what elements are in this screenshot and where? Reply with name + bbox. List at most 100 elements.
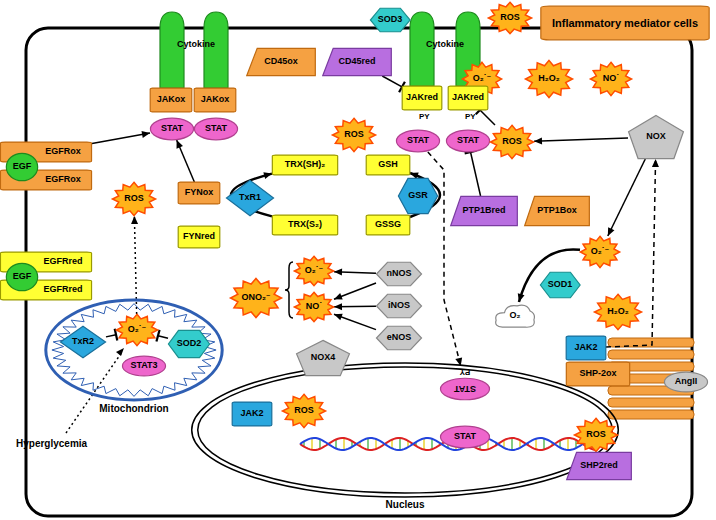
node-label: STAT	[407, 136, 429, 146]
node-label: iNOS	[388, 301, 410, 311]
enzyme-hexagon: SOD1	[540, 272, 581, 298]
text-holder: PTP1Bred	[450, 196, 518, 226]
phosphatase-trapezoid: PTP1Bred	[450, 196, 518, 226]
node-label: Inflammatory mediator cells	[552, 17, 698, 29]
brace	[285, 262, 293, 318]
text-holder: Inflammatory mediator cells	[540, 6, 710, 40]
phospho-label: PY	[465, 113, 476, 122]
enzyme-diamond: TxR2	[60, 326, 106, 358]
text-holder: NO˙	[590, 62, 632, 96]
cell-membrane	[26, 28, 692, 516]
inhibition-connector	[106, 329, 117, 341]
protein-ellipse: STAT	[446, 130, 490, 152]
text-holder: JAKox	[150, 88, 192, 112]
enzyme-hexagon: eNOS	[376, 326, 422, 350]
arrow-connector	[608, 159, 645, 236]
text-holder: SOD1	[540, 272, 581, 298]
stimulus-label: Hyperglycemia	[16, 438, 87, 449]
text-holder: H₂O₂	[525, 60, 573, 98]
node-label: H₂O₂	[607, 307, 629, 317]
protein-box: JAKox	[150, 88, 192, 112]
node-label: TRX(S₂)	[288, 220, 322, 230]
protein-box: JAK2	[232, 402, 272, 426]
node-label: JAK2	[574, 343, 597, 353]
ros-burst: NO˙	[294, 292, 334, 322]
text-holder: STAT	[396, 130, 440, 152]
node-label: GSR	[408, 191, 428, 201]
ros-burst: O₂˙⁻	[294, 256, 334, 286]
protein-ellipse: STAT	[194, 118, 238, 140]
node-label: EGF	[13, 162, 32, 172]
ros-burst: O₂˙⁻	[116, 314, 158, 346]
node-label: Cytokine	[177, 40, 215, 50]
node-label: EGFRred	[43, 257, 82, 267]
arrow-connector	[334, 314, 376, 330]
text-holder: STAT	[446, 130, 490, 152]
text-holder: STAT	[440, 426, 490, 448]
phosphatase-trapezoid: CD45ox	[246, 48, 316, 76]
node-label: PTP1Box	[537, 206, 577, 216]
enzyme-hexagon: SOD2	[168, 330, 210, 358]
text-holder: PTP1Box	[524, 196, 590, 226]
node-label: NOX4	[311, 353, 336, 363]
phosphatase-trapezoid: PTP1Box	[524, 196, 590, 226]
node-label: FYNred	[183, 232, 215, 242]
region-heading: Nucleus	[386, 498, 425, 510]
text-holder: JAK2	[232, 402, 272, 426]
inhibition-connector	[382, 76, 405, 92]
node-label: TRX(SH)₂	[285, 160, 326, 170]
node-label: NO˙	[306, 302, 323, 312]
protein-ellipse: AngII	[664, 372, 708, 392]
node-label: CD45ox	[264, 57, 298, 67]
ros-burst: ROS	[282, 394, 326, 428]
ros-burst: ROS	[112, 182, 156, 216]
node-label: JAKox	[201, 95, 230, 105]
molecule-cloud: O₂	[494, 302, 536, 330]
region-heading: Mitochondrion	[99, 402, 168, 414]
node-label: STAT	[440, 378, 490, 400]
protein-box: TRX(S₂)	[272, 215, 338, 235]
text-holder: H₂O₂	[594, 294, 642, 330]
node-label: STAT	[457, 136, 479, 146]
hyperglycemia-arrow	[66, 348, 124, 433]
protein-ellipse: STAT	[440, 426, 490, 448]
arrow-connector	[334, 268, 376, 275]
inhibition-connector	[465, 151, 481, 196]
protein-ellipse: STAT	[150, 118, 194, 140]
node-label: ROS	[294, 406, 314, 416]
text-holder: CD45ox	[246, 48, 316, 76]
node-label: GSSG	[375, 220, 401, 230]
node-label: JAKox	[157, 95, 186, 105]
arrow-connector	[534, 137, 628, 144]
text-holder: O₂	[494, 302, 536, 330]
node-label: EGFRox	[45, 175, 81, 185]
text-holder: GSR	[398, 178, 438, 214]
cytokine-receptor	[160, 12, 480, 88]
node-label: AngII	[675, 377, 698, 387]
text-holder: ROS	[332, 118, 376, 152]
node-label: NO˙	[603, 74, 620, 84]
node-label: JAKred	[406, 93, 438, 103]
node-label: STAT	[205, 124, 227, 134]
text-holder: eNOS	[376, 326, 422, 350]
protein-box: JAK2	[566, 336, 606, 360]
phospho-label: PY	[440, 366, 490, 378]
enzyme-hexagon: SOD3	[370, 8, 411, 32]
receptor-label: Cytokine	[170, 38, 222, 52]
enzyme-hexagon: GSR	[398, 178, 438, 214]
text-holder: GSSG	[366, 215, 410, 235]
text-holder: SHP-2ox	[566, 362, 630, 386]
node-label: STAT	[454, 432, 476, 442]
text-holder: JAK2	[566, 336, 606, 360]
text-holder: FYNox	[178, 182, 220, 204]
text-holder: O₂˙⁻	[116, 314, 158, 346]
phosphatase-trapezoid: SHP2red	[566, 452, 632, 480]
protein-box: TRX(SH)₂	[272, 155, 338, 175]
text-holder: TRX(S₂)	[272, 215, 338, 235]
arrow-connector	[334, 303, 376, 310]
node-label: ROS	[500, 13, 520, 23]
protein-box: JAKred	[448, 86, 488, 110]
text-holder: ROS	[282, 394, 326, 428]
text-holder: ONO₂⁻	[230, 278, 282, 318]
text-holder: ROS	[488, 2, 532, 34]
